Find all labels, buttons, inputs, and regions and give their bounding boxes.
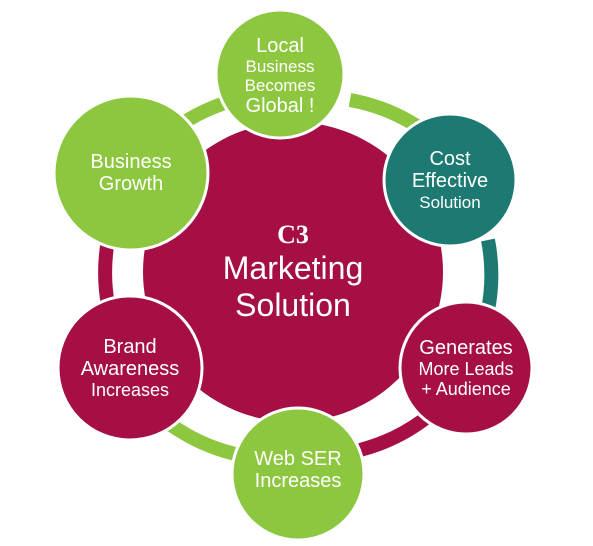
node-line: Becomes (244, 76, 316, 95)
node-line: Effective (411, 170, 489, 193)
node-label-web-ser: Web SER Increases (238, 440, 358, 500)
center-title-solution: Solution (235, 286, 351, 323)
ring-segment-left (98, 238, 115, 307)
node-line: Brand (103, 335, 157, 358)
center-label: C3 Marketing Solution (193, 212, 393, 332)
node-label-generates-leads: Generates More Leads + Audience (400, 328, 532, 408)
node-line: Increases (254, 470, 342, 492)
node-line: Increases (90, 380, 170, 401)
node-line: Web SER (254, 447, 342, 470)
node-line: Global ! (245, 95, 315, 118)
node-circle-business-growth (52, 94, 210, 252)
node-label-business-growth: Business Growth (66, 145, 196, 201)
node-circle-web-ser (230, 406, 366, 542)
node-circle-cost-effective (382, 112, 518, 248)
node-line: Solution (419, 192, 481, 212)
node-line: Generates (419, 336, 513, 359)
node-circle-local-business (214, 8, 346, 140)
node-label-local-business: Local Business Becomes Global ! (220, 30, 340, 122)
node-line: Local (256, 34, 304, 57)
node-line: More Leads (418, 359, 514, 380)
node-line: Awareness (80, 357, 180, 380)
node-circle-generates-leads (398, 300, 534, 436)
center-title-marketing: Marketing (222, 250, 364, 287)
center-title-c3: C3 (277, 220, 309, 250)
node-line: Growth (98, 173, 164, 195)
center-circle (143, 122, 443, 422)
node-circle-brand-awareness (56, 294, 204, 442)
node-line: Business (90, 150, 172, 173)
node-line: Business (245, 56, 315, 76)
node-label-brand-awareness: Brand Awareness Increases (62, 328, 198, 408)
node-line: + Audience (421, 379, 511, 400)
ring-segment-right (481, 238, 499, 312)
node-line: Cost (429, 148, 471, 171)
node-label-cost-effective: Cost Effective Solution (390, 140, 510, 220)
